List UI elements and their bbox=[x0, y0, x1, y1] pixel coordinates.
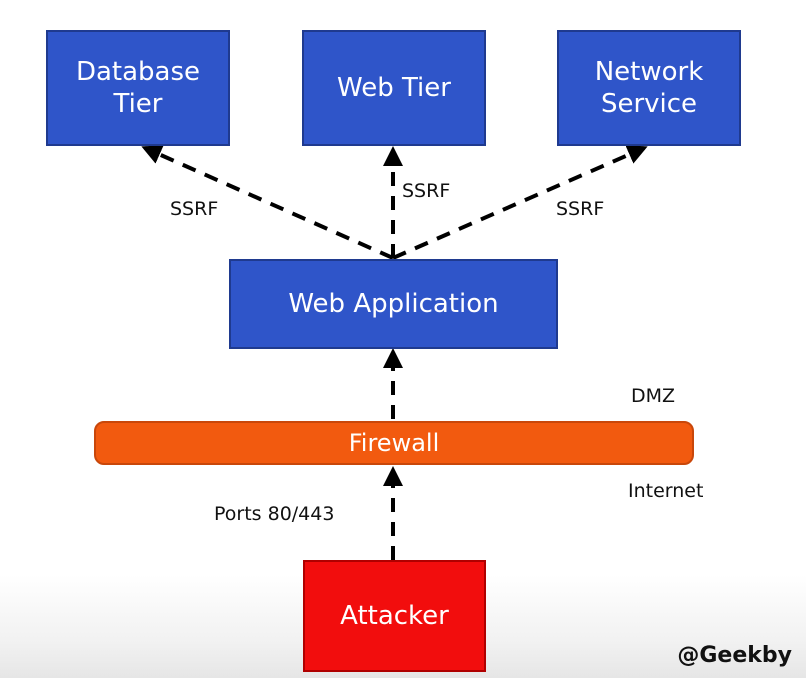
arrow-ssrf-database bbox=[141, 145, 394, 260]
zone-label-internet: Internet bbox=[628, 480, 704, 502]
node-web-tier: Web Tier bbox=[302, 30, 486, 146]
watermark: @Geekby bbox=[677, 643, 792, 668]
edge-label-ssrf-center: SSRF bbox=[402, 180, 451, 202]
node-web-application: Web Application bbox=[229, 259, 558, 349]
arrow-ssrf-network-service bbox=[392, 145, 648, 260]
node-firewall: Firewall bbox=[94, 421, 694, 465]
node-network-service: Network Service bbox=[557, 30, 741, 146]
edge-label-ssrf-right: SSRF bbox=[556, 198, 605, 220]
edge-label-ports: Ports 80/443 bbox=[214, 503, 335, 525]
edge-label-ssrf-left: SSRF bbox=[170, 198, 219, 220]
node-attacker: Attacker bbox=[303, 560, 486, 672]
node-database-tier: Database Tier bbox=[46, 30, 230, 146]
zone-label-dmz: DMZ bbox=[631, 385, 676, 407]
